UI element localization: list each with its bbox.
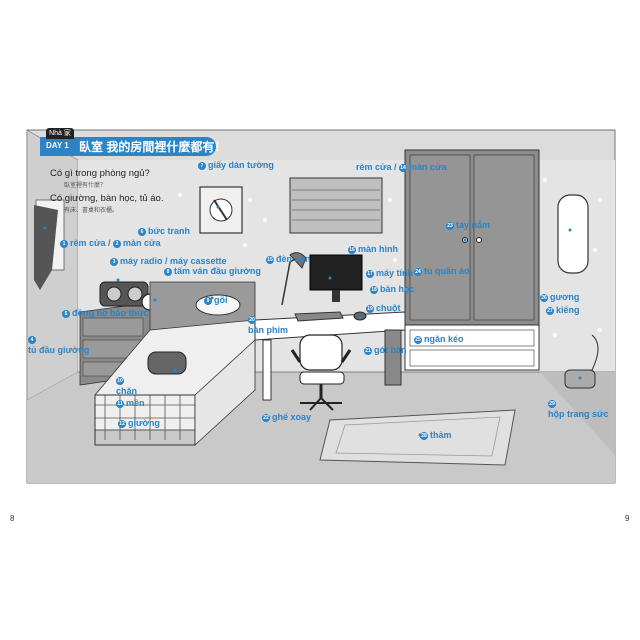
day-label: DAY 1 [46, 141, 69, 150]
page-title: 臥室 我的房間裡什麼都有！ [79, 140, 227, 154]
answer-1-cn: 有床、書桌和衣櫃。 [64, 208, 119, 214]
section-tab: Nhà 家 [46, 128, 74, 139]
question-1-cn: 臥室裡有什麼？ [64, 183, 107, 189]
answer-1: Có giường, bàn học, tủ áo. [50, 193, 164, 204]
page-number-left: 8 [10, 514, 15, 523]
page-number-right: 9 [625, 514, 630, 523]
question-1: Có gì trong phòng ngủ? [50, 168, 150, 179]
day-title-banner [40, 137, 216, 156]
